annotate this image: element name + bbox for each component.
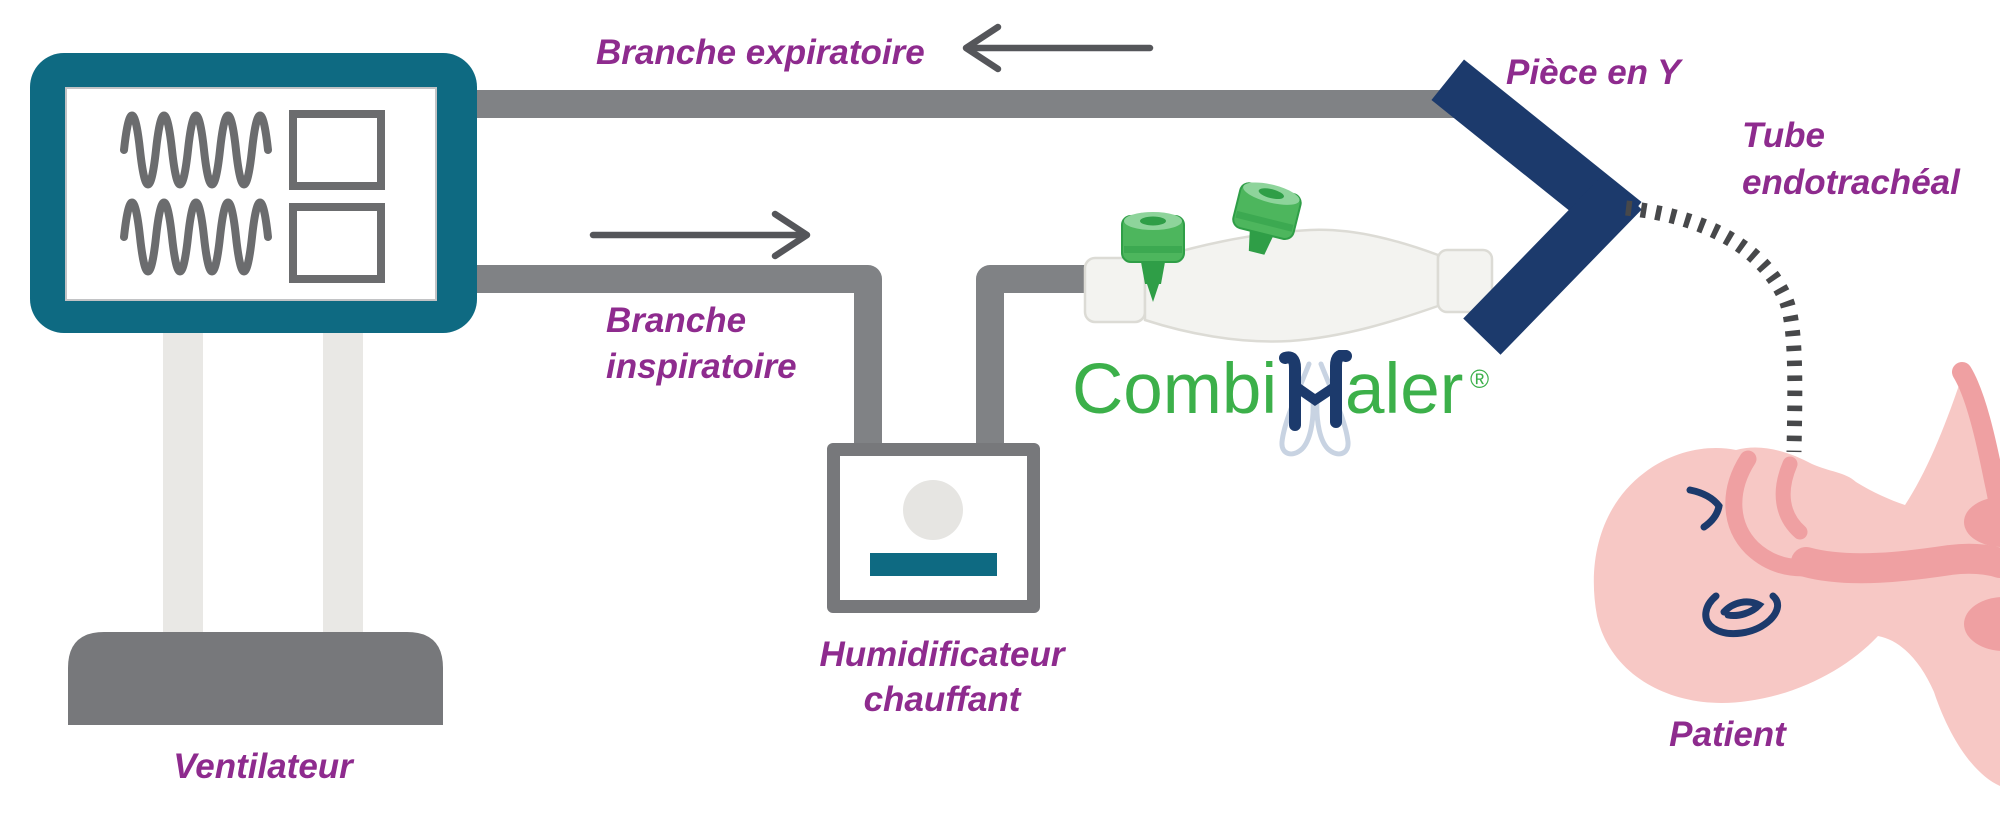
mdi-canister-right	[1232, 182, 1302, 255]
label-expiratory-branch: Branche expiratoire	[596, 33, 925, 72]
logo-text-combi: Combi	[1072, 350, 1278, 429]
logo-lungs-h-icon	[1279, 350, 1352, 457]
patient-eye	[1686, 486, 1723, 531]
humidifier	[827, 443, 1040, 613]
y-piece	[1431, 59, 1642, 355]
label-endotracheal-tube: Tube endotrachéal	[1742, 112, 1960, 206]
y-piece-lower-arm	[1463, 173, 1642, 355]
inspiratory-flow-arrow	[589, 210, 811, 260]
combihaler-connector	[1436, 248, 1494, 314]
mdi-canister-left	[1121, 212, 1185, 302]
y-piece-upper-arm	[1431, 59, 1642, 243]
combihaler-chamber	[1143, 228, 1440, 343]
ventilator-monitor	[30, 53, 477, 333]
combihaler-logo: Combi aler ®	[1068, 340, 1528, 480]
patient-trachea	[1791, 543, 2000, 584]
ventilator-leg-left	[163, 330, 203, 640]
endotracheal-tube	[1625, 200, 1803, 453]
combihaler-device	[1083, 182, 1494, 343]
label-inspiratory-branch-line1: Branche	[606, 301, 747, 340]
label-y-piece: Pièce en Y	[1506, 53, 1681, 92]
label-humidifier: Humidificateur chauffant	[812, 632, 1072, 722]
label-inspiratory-branch: Branche inspiratoire	[606, 298, 797, 390]
label-humidifier-line2: chauffant	[863, 680, 1021, 719]
ventilator-base	[68, 632, 443, 725]
patient-arm-fold-upper	[1964, 497, 2000, 547]
screen-value-box-top	[289, 110, 385, 190]
patient-figure	[1593, 362, 2000, 786]
patient-ear-inner	[1720, 598, 1765, 619]
label-humidifier-line1: Humidificateur	[819, 635, 1065, 674]
patient-ear-outer	[1702, 592, 1781, 637]
screen-value-box-bottom	[289, 203, 385, 283]
label-endotracheal-tube-line2: endotrachéal	[1742, 163, 1960, 202]
label-patient: Patient	[1669, 715, 1786, 754]
waveform-bottom	[120, 198, 272, 276]
ventilator-stand	[68, 330, 443, 725]
label-ventilator: Ventilateur	[173, 747, 353, 786]
inspiratory-limb-tube	[462, 265, 882, 462]
combihaler-mouthpiece	[1083, 256, 1147, 324]
logo-registered-mark: ®	[1470, 364, 1490, 394]
humidifier-outlet-tube	[976, 265, 1096, 462]
logo-text-aler: aler	[1345, 350, 1464, 429]
expiratory-flow-arrow	[962, 23, 1154, 73]
circuit-tubing	[462, 90, 1462, 462]
patient-oral-airway	[1775, 456, 1808, 540]
waveform-top	[120, 111, 272, 189]
humidifier-chamber-dome	[903, 480, 963, 540]
label-inspiratory-branch-line2: inspiratoire	[606, 347, 797, 386]
humidifier-water-level	[870, 553, 997, 576]
ventilator-leg-right	[323, 330, 363, 640]
label-endotracheal-tube-line1: Tube	[1742, 116, 1825, 155]
patient-arm-fold-lower	[1964, 597, 2000, 651]
